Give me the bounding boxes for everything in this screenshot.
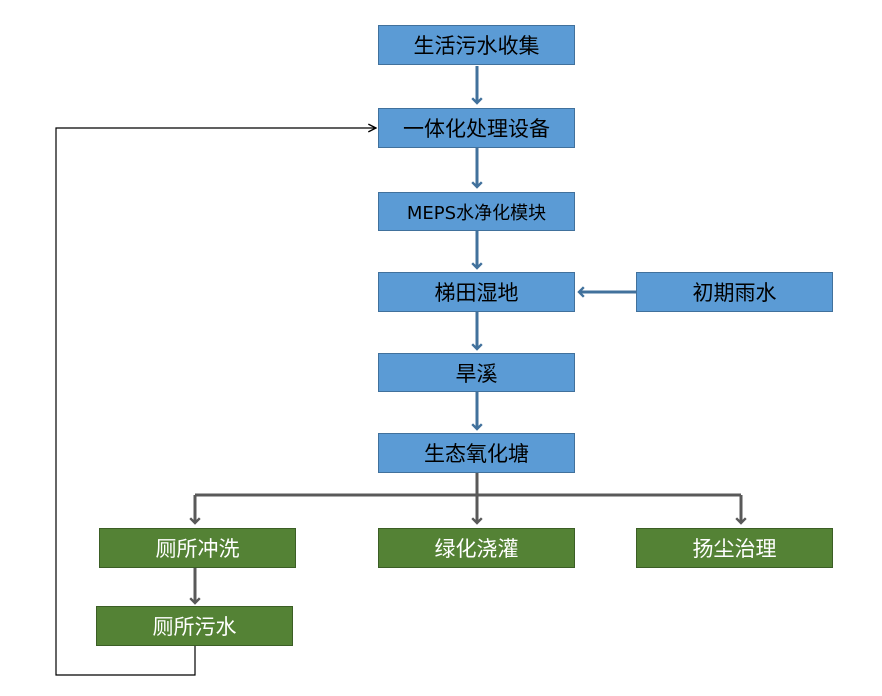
node-sewage-collection: 生活污水收集 <box>378 25 575 65</box>
node-toilet-sewage: 厕所污水 <box>96 606 293 646</box>
node-integrated-equipment: 一体化处理设备 <box>378 108 575 148</box>
node-ecological-pond: 生态氧化塘 <box>378 433 575 473</box>
recycle-loop-line <box>55 128 376 676</box>
node-toilet-flushing: 厕所冲洗 <box>99 528 296 568</box>
node-dust-control: 扬尘治理 <box>636 528 833 568</box>
node-dry-creek: 旱溪 <box>378 353 575 392</box>
node-initial-rainwater: 初期雨水 <box>636 272 833 312</box>
node-greening-irrigation: 绿化浇灌 <box>378 528 575 568</box>
node-terraced-wetland: 梯田湿地 <box>378 272 575 312</box>
node-meps-purification: MEPS水净化模块 <box>378 192 575 231</box>
